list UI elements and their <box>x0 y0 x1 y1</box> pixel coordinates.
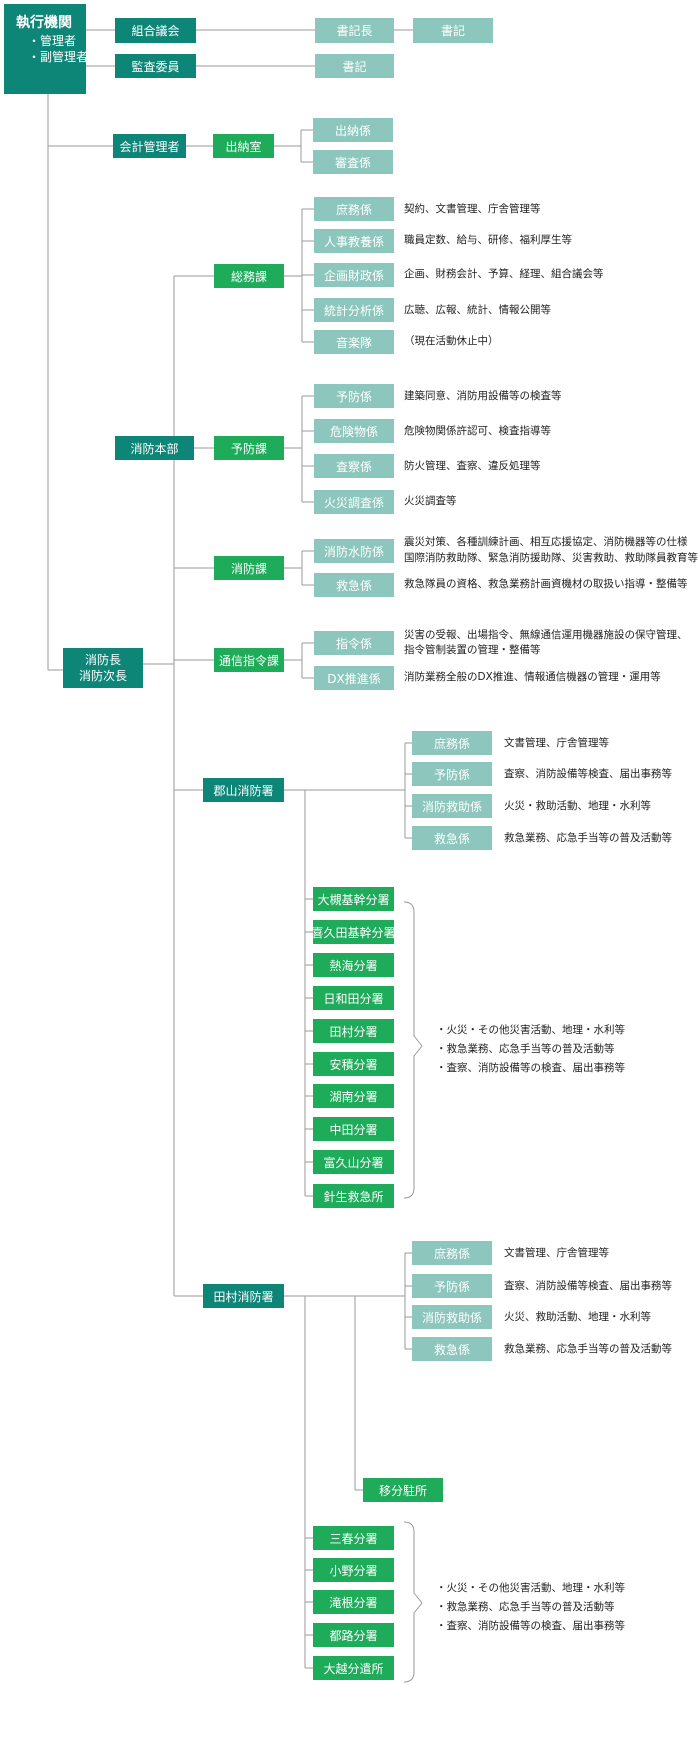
section-box: 火災調査係 <box>314 490 394 514</box>
fire-headquarters-box: 消防本部 <box>115 436 194 460</box>
section-desc: 広聴、広報、統計、情報公開等 <box>404 304 551 316</box>
section-box: 査察係 <box>314 454 394 478</box>
section-box: 人事教養係 <box>314 229 394 253</box>
section-box: 予防係 <box>314 384 394 408</box>
clerk-box-2: 書記 <box>315 54 394 78</box>
section-desc: 防火管理、査察、違反処理等 <box>404 460 541 472</box>
branch-station-box: 大越分遣所 <box>313 1656 394 1680</box>
branch-station-box: 日和田分署 <box>313 986 394 1010</box>
branch-station-box: 喜久田基幹分署 <box>312 920 396 944</box>
section-box: 庶務係 <box>314 197 394 221</box>
branch-station-box: 富久山分署 <box>313 1150 394 1174</box>
section-desc: 文書管理、庁舎管理等 <box>504 737 609 749</box>
executive-body-vice-manager: ・副管理者 <box>28 50 89 64</box>
section-box: 音楽隊 <box>314 330 394 354</box>
fire-chief-label: 消防長 <box>84 653 121 667</box>
executive-body-box: 執行機関 ・管理者 ・副管理者 <box>4 4 89 94</box>
executive-body-title: 執行機関 <box>16 15 72 31</box>
branch-station-box: 針生救急所 <box>313 1184 394 1208</box>
assembly-box: 組合議会 <box>115 18 196 43</box>
executive-body-manager: ・管理者 <box>28 34 77 48</box>
section-box: 庶務係 <box>412 1241 492 1265</box>
branch-duty-note: ・査察、消防設備等の検査、届出事務等 <box>436 1620 625 1632</box>
section-box: 救急係 <box>412 826 492 850</box>
deputy-fire-chief-label: 消防次長 <box>78 669 127 683</box>
section-desc: 火災調査等 <box>404 495 457 507</box>
section-desc: 国際消防救助隊、緊急消防援助隊、災害救助、救助隊員教育等 <box>404 552 698 564</box>
section-desc: 職員定数、給与、研修、福利厚生等 <box>404 234 572 246</box>
section-desc: 危険物関係許認可、検査指導等 <box>404 425 551 437</box>
branch-duty-note: ・火災・その他災害活動、地理・水利等 <box>436 1582 625 1594</box>
section-desc: 救急業務、応急手当等の普及活動等 <box>504 1343 672 1355</box>
chief-clerk-box: 書記長 <box>315 18 394 43</box>
branch-station-box: 大槻基幹分署 <box>313 887 394 911</box>
section-desc: 建築同意、消防用設備等の検査等 <box>404 390 562 402</box>
clerk-box-1: 書記 <box>413 18 493 43</box>
branch-station-box: 三春分署 <box>313 1526 394 1550</box>
section-desc: 火災、救助活動、地理・水利等 <box>504 1311 651 1323</box>
mobile-dispatch-post-box: 移分駐所 <box>363 1478 443 1502</box>
treasury-office-box: 出納室 <box>213 134 274 158</box>
communications-command-division-box: 通信指令課 <box>214 648 284 672</box>
section-desc: 契約、文書管理、庁舎管理等 <box>404 203 541 215</box>
section-box: 消防救助係 <box>412 1305 492 1329</box>
branch-station-box: 小野分署 <box>313 1558 394 1582</box>
section-desc: 救急業務、応急手当等の普及活動等 <box>504 832 672 844</box>
section-desc: 指令管制装置の管理・整備等 <box>404 644 541 656</box>
branch-station-box: 滝根分署 <box>313 1590 394 1614</box>
section-desc: 震災対策、各種訓練計画、相互応援協定、消防機器等の仕様 <box>404 536 688 548</box>
branch-station-box: 熱海分署 <box>313 953 394 977</box>
section-desc: 救急隊員の資格、救急業務計画資機材の取扱い指導・整備等 <box>404 578 688 590</box>
general-affairs-division-box: 総務課 <box>214 264 284 288</box>
branch-station-box: 都路分署 <box>313 1623 394 1647</box>
section-box: 統計分析係 <box>314 298 394 322</box>
section-box: DX推進係 <box>314 666 394 690</box>
section-desc: 災害の受報、出場指令、無線通信運用機器施設の保守管理、 <box>404 629 688 641</box>
branch-duty-note: ・査察、消防設備等の検査、届出事務等 <box>436 1062 625 1074</box>
section-desc: 査察、消防設備等検査、届出事務等 <box>504 768 672 780</box>
branch-station-box: 湖南分署 <box>313 1084 394 1108</box>
fire-chief-box: 消防長 消防次長 <box>63 648 143 688</box>
section-desc: 消防業務全般のDX推進、情報通信機器の管理・運用等 <box>404 671 661 683</box>
section-box: 指令係 <box>314 631 394 655</box>
branch-station-box: 安積分署 <box>313 1052 394 1076</box>
section-box: 消防救助係 <box>412 794 492 818</box>
section-box: 企画財政係 <box>314 263 394 287</box>
section-box: 救急係 <box>314 573 394 597</box>
fire-prevention-division-box: 予防課 <box>214 436 284 460</box>
firefighting-division-box: 消防課 <box>214 556 284 580</box>
section-box: 庶務係 <box>412 731 492 755</box>
branch-duty-note: ・救急業務、応急手当等の普及活動等 <box>436 1601 615 1613</box>
section-box: 消防水防係 <box>314 539 394 563</box>
audit-section-box: 審査係 <box>313 150 393 174</box>
section-box: 予防係 <box>412 762 492 786</box>
section-desc: 火災・救助活動、地理・水利等 <box>504 800 651 812</box>
section-box: 救急係 <box>412 1337 492 1361</box>
tamura-fire-station-box: 田村消防署 <box>203 1284 284 1308</box>
accounting-manager-box: 会計管理者 <box>113 134 186 158</box>
branch-station-box: 田村分署 <box>313 1019 394 1043</box>
koriyama-fire-station-box: 郡山消防署 <box>203 778 284 802</box>
branch-duty-note: ・火災・その他災害活動、地理・水利等 <box>436 1024 625 1036</box>
section-box: 予防係 <box>412 1274 492 1298</box>
section-box: 危険物係 <box>314 419 394 443</box>
section-desc: 査察、消防設備等検査、届出事務等 <box>504 1280 672 1292</box>
section-desc: 企画、財務会計、予算、経理、組合議会等 <box>404 268 604 280</box>
treasury-section-box: 出納係 <box>313 118 393 142</box>
section-desc: （現在活動休止中） <box>404 335 499 347</box>
section-desc: 文書管理、庁舎管理等 <box>504 1247 609 1259</box>
branch-station-box: 中田分署 <box>313 1117 394 1141</box>
audit-committee-box: 監査委員 <box>115 54 196 78</box>
branch-duty-note: ・救急業務、応急手当等の普及活動等 <box>436 1043 615 1055</box>
